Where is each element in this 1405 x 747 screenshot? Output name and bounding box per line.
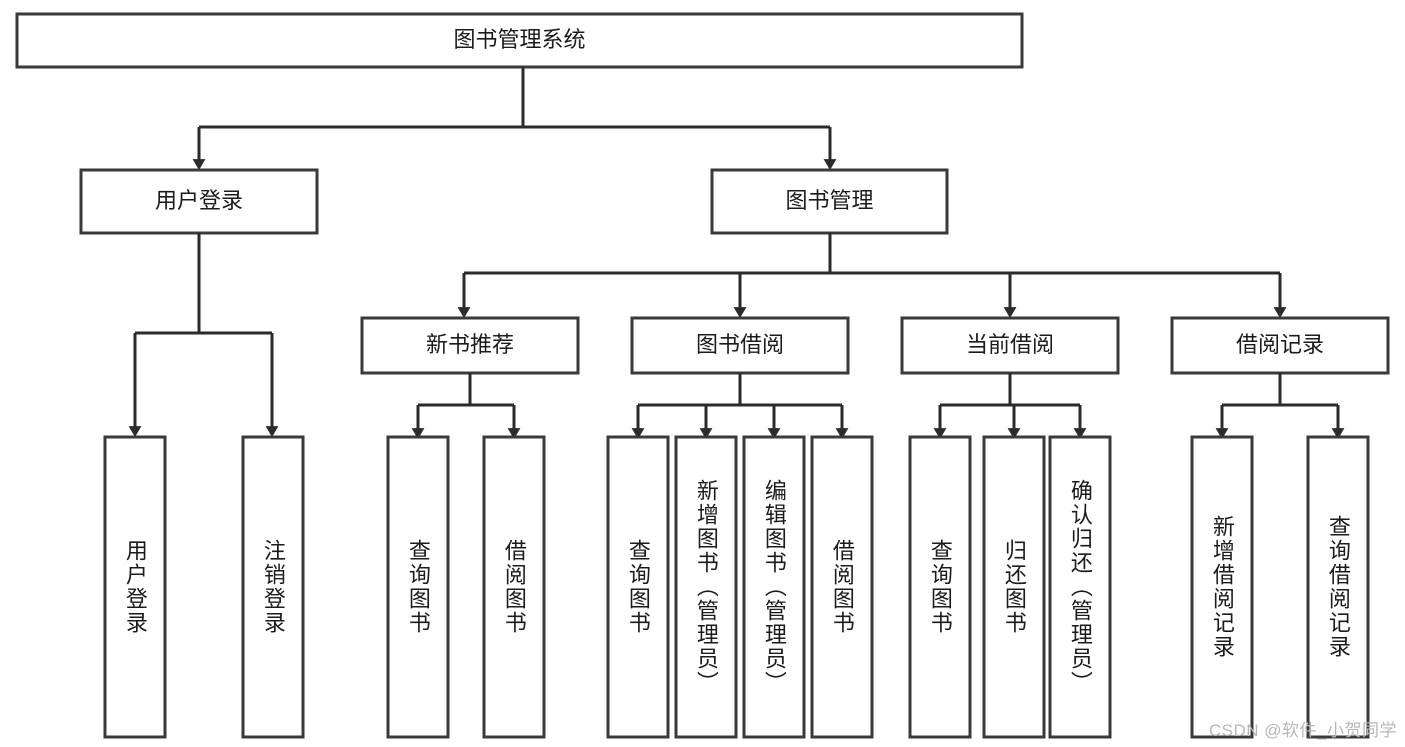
node-borrow-record[interactable] bbox=[1170, 316, 1390, 375]
csdn-watermark: CSDN @软件_小贺同学 bbox=[1208, 721, 1397, 740]
node-leaf-query-book-3[interactable] bbox=[908, 435, 972, 739]
node-leaf-add-book[interactable] bbox=[674, 435, 738, 739]
node-book-management[interactable] bbox=[710, 168, 949, 235]
node-leaf-query-book-2[interactable] bbox=[606, 435, 670, 739]
node-leaf-query-book-1[interactable] bbox=[386, 435, 450, 739]
node-leaf-query-record[interactable] bbox=[1306, 435, 1370, 739]
node-current-borrow[interactable] bbox=[900, 316, 1120, 375]
node-book-borrow[interactable] bbox=[630, 316, 850, 375]
node-leaf-user-login[interactable] bbox=[103, 435, 167, 739]
node-leaf-logout[interactable] bbox=[241, 435, 305, 739]
node-leaf-confirm-return[interactable] bbox=[1048, 435, 1112, 739]
node-root-book-management-system[interactable] bbox=[15, 12, 1024, 69]
node-user-login[interactable] bbox=[79, 168, 319, 235]
node-leaf-borrow-book-2[interactable] bbox=[810, 435, 874, 739]
node-leaf-add-record[interactable] bbox=[1190, 435, 1254, 739]
node-new-book-recommend[interactable] bbox=[360, 316, 580, 375]
node-leaf-borrow-book-1[interactable] bbox=[482, 435, 546, 739]
node-leaf-return-book[interactable] bbox=[982, 435, 1046, 739]
node-leaf-edit-book[interactable] bbox=[742, 435, 806, 739]
